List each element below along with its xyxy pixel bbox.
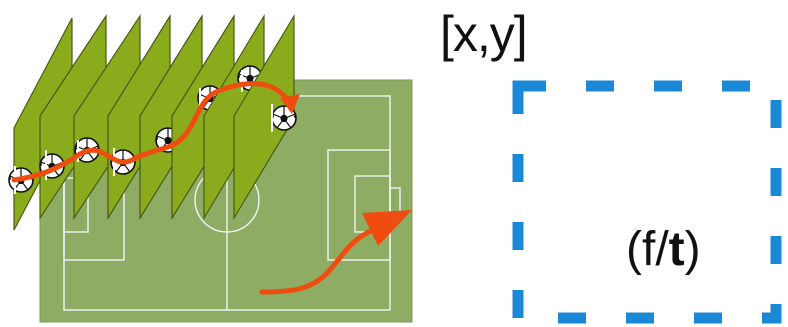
function-label: (f/t) bbox=[626, 222, 701, 278]
pitch-trajectory-arrow bbox=[259, 210, 412, 295]
function-label-variable: t bbox=[668, 223, 685, 276]
frames-trajectory-arrow bbox=[11, 81, 300, 183]
coordinate-label: [x,y] bbox=[440, 6, 528, 62]
video-frame-8 bbox=[233, 13, 297, 221]
function-label-open: (f/ bbox=[626, 223, 669, 276]
function-label-close: ) bbox=[684, 223, 701, 276]
dashed-box bbox=[512, 80, 782, 324]
video-frames-stack bbox=[8, 13, 297, 231]
